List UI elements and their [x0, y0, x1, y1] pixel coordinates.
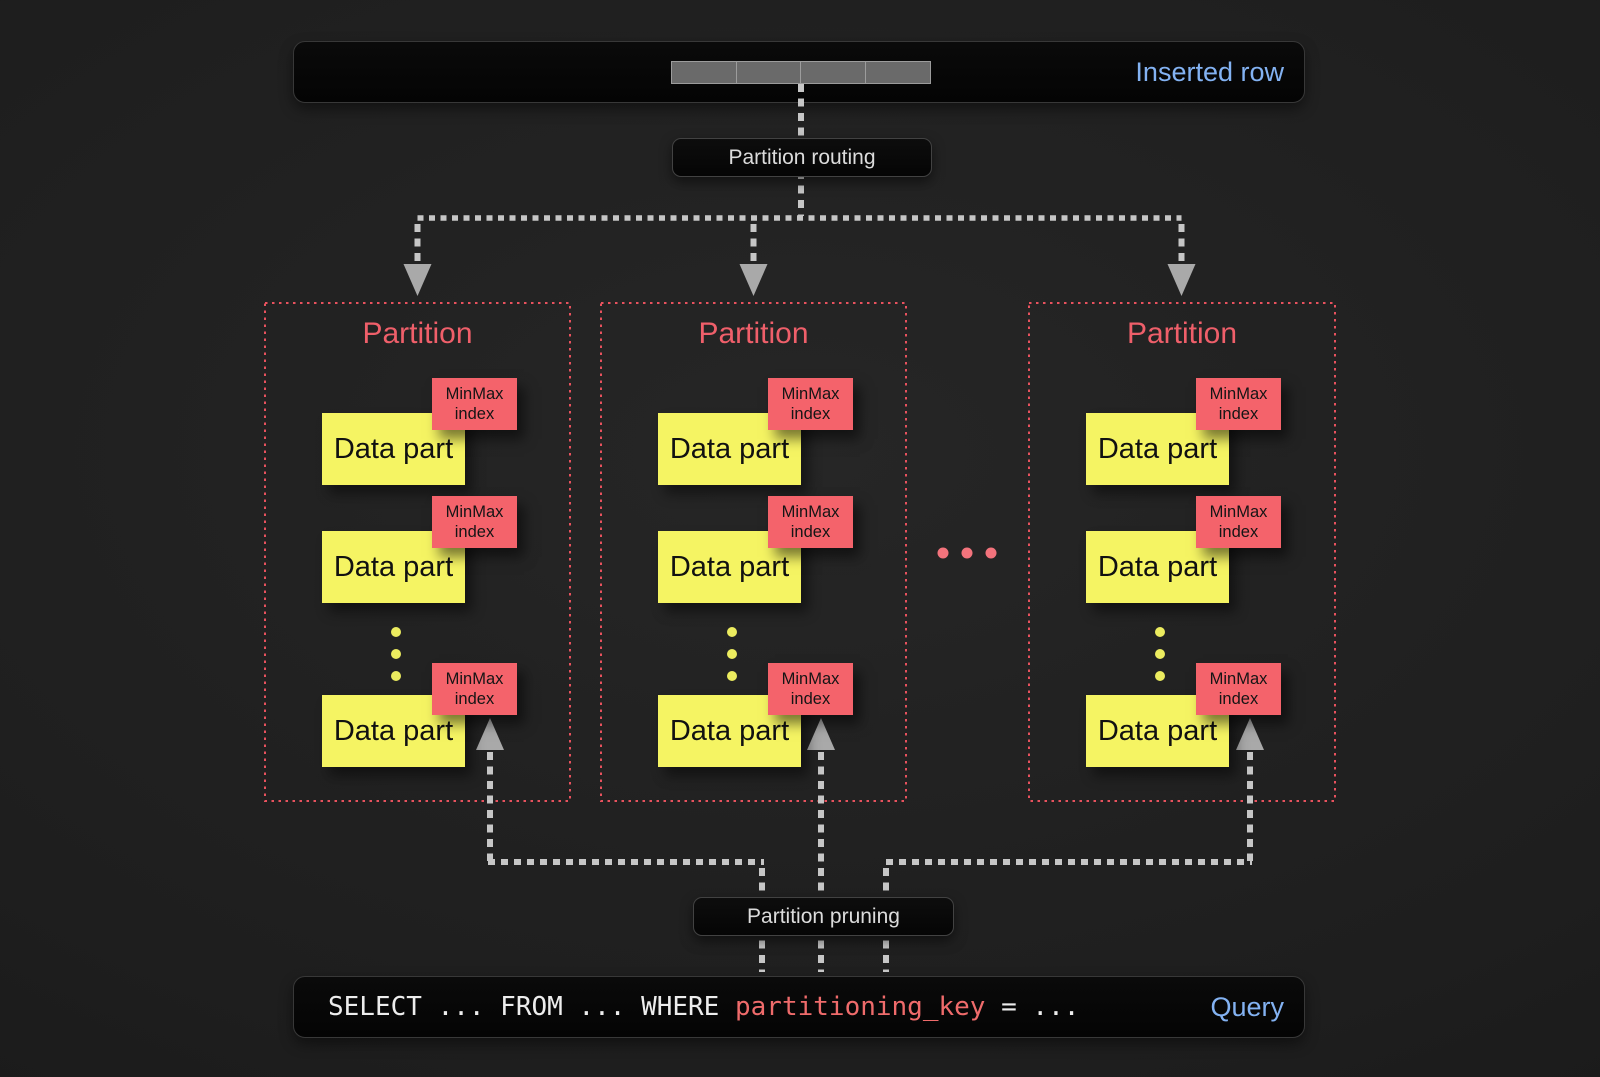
- minmax-index-badge: MinMax index: [1196, 496, 1281, 548]
- query-partitioning-key: partitioning_key: [735, 992, 986, 1022]
- partition-title: Partition: [698, 317, 809, 350]
- partition-title: Partition: [362, 317, 473, 350]
- up-arrowhead-icon: [807, 718, 835, 750]
- minmax-index-badge: MinMax index: [1196, 663, 1281, 715]
- more-parts-dot: [391, 671, 401, 681]
- partition-1: Partition MinMax index Data part MinMax …: [265, 303, 570, 801]
- inserted-row-cells: [671, 61, 931, 84]
- minmax-index-badge: MinMax index: [432, 378, 517, 430]
- row-cell: [864, 61, 931, 84]
- query-box: SELECT ... FROM ... WHERE partitioning_k…: [293, 976, 1305, 1038]
- more-parts-dot: [1155, 671, 1165, 681]
- up-arrowhead-icon: [476, 718, 504, 750]
- more-parts-dot: [1155, 649, 1165, 659]
- ellipsis-dot: [985, 547, 997, 559]
- partition-pruning-label: Partition pruning: [693, 897, 954, 936]
- minmax-index-badge: MinMax index: [1196, 378, 1281, 430]
- partition-border: [600, 302, 907, 802]
- partition-2: Partition MinMax index Data part MinMax …: [601, 303, 906, 801]
- ellipsis-dot: [937, 547, 949, 559]
- partition-routing-label: Partition routing: [672, 138, 932, 177]
- data-part-box: Data part: [658, 413, 801, 485]
- partition-3: Partition MinMax index Data part MinMax …: [1029, 303, 1335, 801]
- more-parts-dot: [727, 671, 737, 681]
- partition-border: [1028, 302, 1336, 802]
- ellipsis-dot: [961, 547, 973, 559]
- query-text: SELECT ... FROM ... WHERE partitioning_k…: [328, 977, 1079, 1037]
- minmax-index-badge: MinMax index: [432, 496, 517, 548]
- minmax-index-badge: MinMax index: [432, 663, 517, 715]
- down-arrowhead-icon: [739, 264, 768, 296]
- down-arrowhead-icon: [1167, 264, 1196, 296]
- inserted-row-box: Inserted row: [293, 41, 1305, 103]
- more-parts-dot: [391, 627, 401, 637]
- data-part-box: Data part: [1086, 531, 1229, 603]
- more-parts-dot: [727, 627, 737, 637]
- more-parts-dot: [391, 649, 401, 659]
- up-arrowhead-icon: [1236, 718, 1264, 750]
- down-arrowhead-icon: [403, 264, 432, 296]
- more-parts-dot: [727, 649, 737, 659]
- minmax-index-badge: MinMax index: [768, 378, 853, 430]
- partition-border: [264, 302, 571, 802]
- query-tail: = ...: [985, 992, 1080, 1022]
- query-caption: Query: [1210, 992, 1284, 1022]
- minmax-index-badge: MinMax index: [768, 663, 853, 715]
- query-select-clause: SELECT ... FROM ... WHERE: [328, 992, 735, 1022]
- minmax-index-badge: MinMax index: [768, 496, 853, 548]
- more-parts-dot: [1155, 627, 1165, 637]
- inserted-row-label: Inserted row: [1135, 57, 1284, 87]
- partition-title: Partition: [1126, 317, 1238, 350]
